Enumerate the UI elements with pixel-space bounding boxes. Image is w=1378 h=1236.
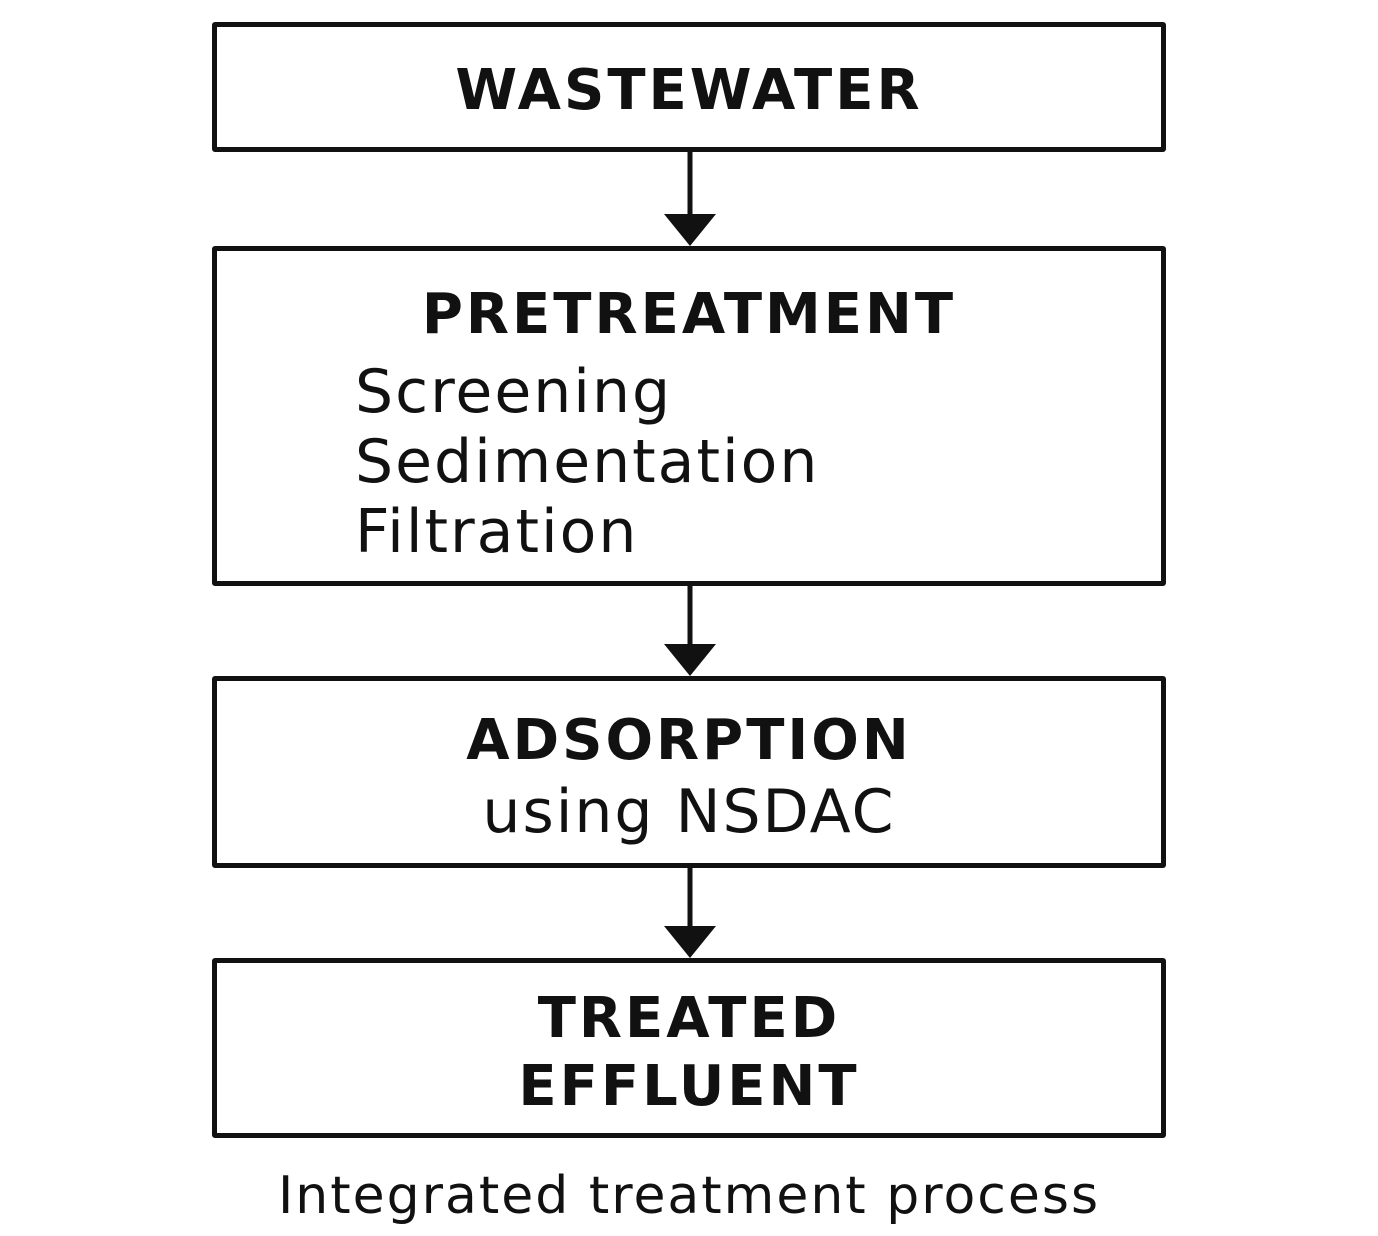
adsorption-box: ADSORPTION using NSDAC (212, 676, 1166, 868)
flow-arrow-2 (664, 584, 716, 676)
wastewater-title: WASTEWATER (455, 58, 923, 123)
treated-effluent-title-line2: EFFLUENT (518, 1054, 860, 1119)
wastewater-box: WASTEWATER (212, 22, 1166, 152)
flow-arrow-1 (664, 150, 716, 246)
treated-effluent-box: TREATED EFFLUENT (212, 958, 1166, 1138)
step-screening: Screening (355, 357, 673, 427)
pretreatment-steps: Screening Sedimentation Filtration (355, 357, 819, 567)
step-filtration: Filtration (355, 497, 639, 567)
flow-arrow-3-head (664, 926, 716, 958)
flow-arrow-3 (664, 866, 716, 958)
treated-effluent-title-line1: TREATED (537, 986, 841, 1051)
adsorption-title: ADSORPTION (466, 708, 912, 773)
step-sedimentation: Sedimentation (355, 427, 820, 497)
flow-arrow-2-head (664, 644, 716, 676)
pretreatment-box: PRETREATMENT Screening Sedimentation Fil… (212, 246, 1166, 586)
flow-arrow-1-head (664, 214, 716, 246)
diagram-caption: Integrated treatment process (277, 1166, 1101, 1226)
adsorption-subtitle: using NSDAC (482, 777, 896, 847)
pretreatment-title: PRETREATMENT (421, 282, 957, 347)
